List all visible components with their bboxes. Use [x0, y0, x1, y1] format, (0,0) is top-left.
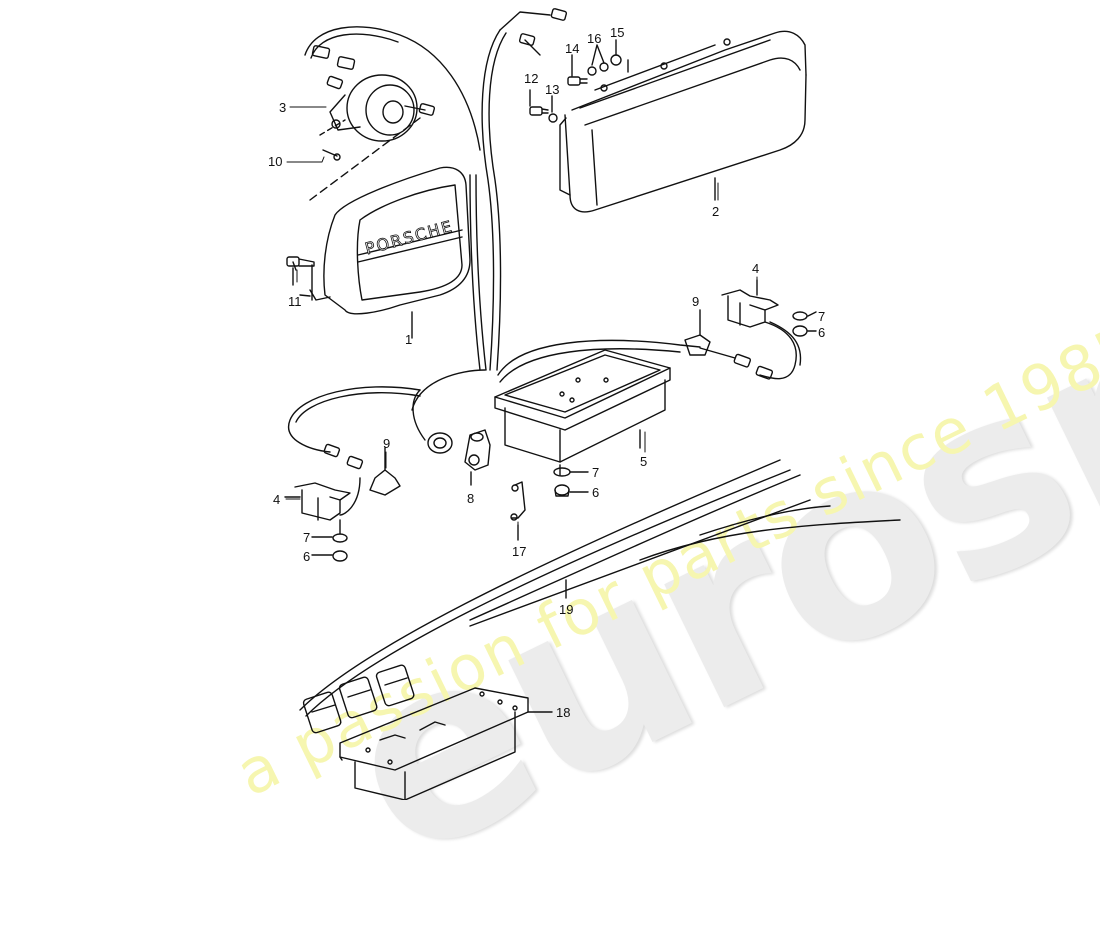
callout-7-left[interactable]: 7: [303, 530, 311, 545]
callout-5[interactable]: 5: [640, 454, 648, 469]
callout-1[interactable]: 1: [405, 332, 413, 347]
right-sensor-part: [684, 279, 817, 380]
passenger-airbag-part: [559, 30, 807, 213]
diagram-line-art: [284, 8, 901, 800]
callout-6-center[interactable]: 6: [592, 485, 600, 500]
callout-17[interactable]: 17: [512, 544, 527, 559]
callout-19[interactable]: 19: [559, 602, 574, 617]
left-sensor-part: [284, 369, 526, 562]
callout-4-left[interactable]: 4: [273, 492, 281, 507]
callout-7-center[interactable]: 7: [592, 465, 600, 480]
callout-9-right[interactable]: 9: [692, 294, 700, 309]
callout-8[interactable]: 8: [467, 491, 475, 506]
cable-bundle: [469, 8, 701, 383]
callout-9-left[interactable]: 9: [383, 436, 391, 451]
nuts-washers-center: [553, 467, 589, 497]
callout-4-right[interactable]: 4: [752, 261, 760, 276]
callout-2[interactable]: 2: [712, 204, 720, 219]
callout-11[interactable]: 11: [288, 294, 302, 309]
callout-3[interactable]: 3: [279, 100, 287, 115]
fasteners-top: [529, 39, 622, 123]
callout-13[interactable]: 13: [545, 82, 560, 97]
parts-diagram: eurospares a passion for parts since 198…: [225, 0, 1100, 916]
diagnostic-plate-part: [339, 687, 553, 800]
callout-12[interactable]: 12: [524, 71, 539, 86]
callout-18[interactable]: 18: [556, 705, 571, 720]
control-unit-part: [494, 349, 671, 476]
wiring-harness-part: [299, 459, 901, 734]
callout-6-left[interactable]: 6: [303, 549, 311, 564]
callout-14[interactable]: 14: [565, 41, 580, 56]
callout-7-right[interactable]: 7: [818, 309, 826, 324]
callout-15[interactable]: 15: [610, 25, 625, 40]
callout-10[interactable]: 10: [268, 154, 283, 169]
steering-pad-part: [286, 166, 471, 339]
callout-6-right[interactable]: 6: [818, 325, 826, 340]
leader-lines: [285, 106, 758, 713]
callout-16[interactable]: 16: [587, 31, 602, 46]
clock-spring-part: [304, 26, 481, 201]
